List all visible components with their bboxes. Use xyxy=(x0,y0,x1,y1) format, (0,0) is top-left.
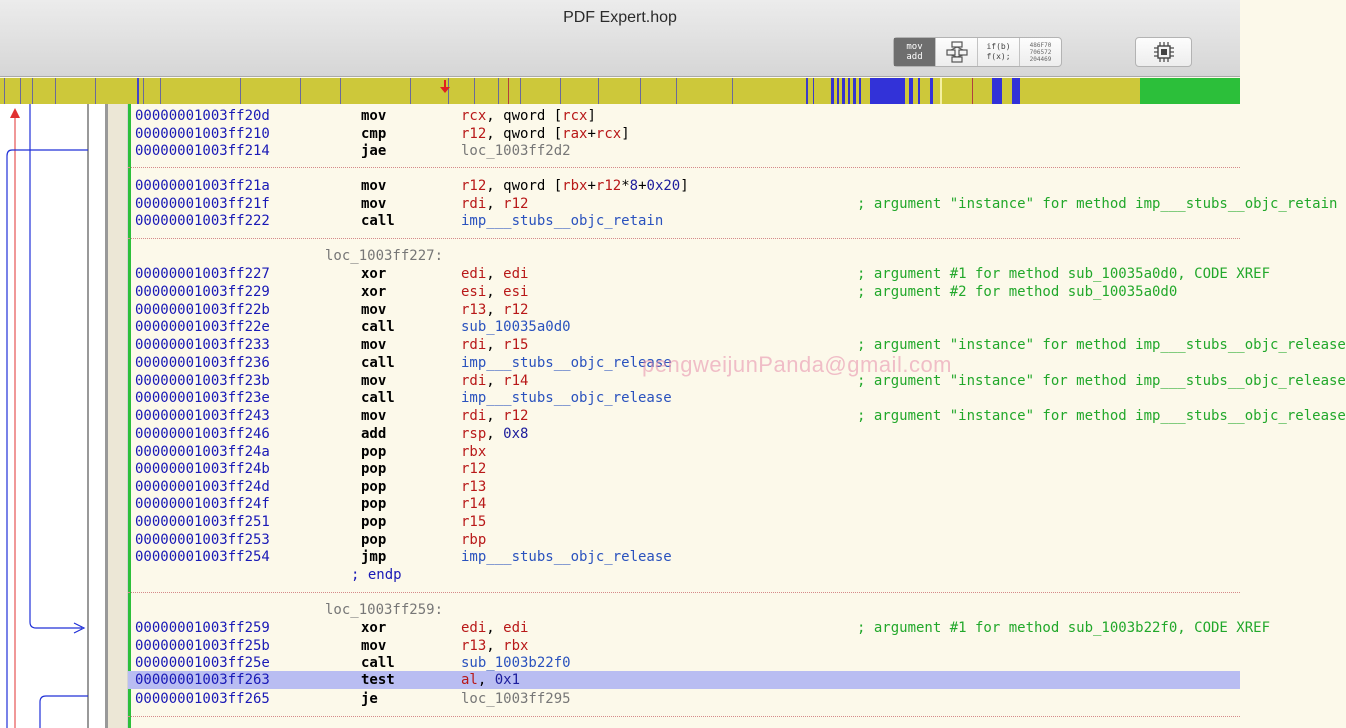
procedure-end-marker: ; endp xyxy=(351,567,402,583)
operands: r12, qword [rax+rcx] xyxy=(461,126,630,142)
cpu-chip-icon xyxy=(1153,42,1174,62)
selected-listing-row[interactable]: 00000001003ff263 test al, 0x1 xyxy=(128,671,1240,689)
window-title: PDF Expert.hop xyxy=(563,9,677,26)
control-flow-gutter xyxy=(0,104,128,728)
code-label[interactable]: loc_1003ff227: xyxy=(325,248,444,264)
listing-row[interactable]: 00000001003ff251 pop r15 xyxy=(135,514,487,530)
pseudocode-mode-button[interactable]: if(b)f(x); xyxy=(978,38,1020,66)
operands: rdi, r15 xyxy=(461,337,529,353)
operands: edi, edi xyxy=(461,266,529,282)
listing-row[interactable]: 00000001003ff243 mov rdi, r12 ; argument… xyxy=(135,408,1346,424)
code-label[interactable]: loc_1003ff259: xyxy=(325,602,444,618)
watermark-text: pengweijunPanda@gmail.com xyxy=(642,352,953,377)
listing-row[interactable]: 00000001003ff246 add rsp, 0x8 xyxy=(135,426,529,442)
listing-row[interactable]: 00000001003ff259 xor edi, edi ; argument… xyxy=(135,620,1271,636)
current-procedure-bar xyxy=(128,104,131,728)
listing-row[interactable]: 00000001003ff24a pop rbx xyxy=(135,444,487,460)
operands: r13, rbx xyxy=(461,638,529,654)
operands: r13, r12 xyxy=(461,302,529,318)
disassembly-listing[interactable]: 00000001003ff20d mov rcx, qword [rcx] 00… xyxy=(128,104,1346,728)
operands: al, 0x1 xyxy=(461,672,521,688)
listing-row[interactable]: 00000001003ff227 xor edi, edi ; argument… xyxy=(135,266,1271,282)
operands: esi, esi xyxy=(461,284,529,300)
listing-row[interactable]: 00000001003ff21a mov r12, qword [rbx+r12… xyxy=(135,178,689,194)
navbar-code-end-segment xyxy=(1140,78,1240,104)
cpu-button[interactable] xyxy=(1135,37,1192,67)
segment-navigation-bar[interactable] xyxy=(0,78,1240,104)
listing-row[interactable]: 00000001003ff254 jmp imp___stubs__objc_r… xyxy=(135,549,672,565)
listing-row[interactable]: 00000001003ff21f mov rdi, r12 ; argument… xyxy=(135,196,1338,212)
operands: rdi, r12 xyxy=(461,196,529,212)
listing-row[interactable]: 00000001003ff24f pop r14 xyxy=(135,496,487,512)
listing-row[interactable]: 00000001003ff222 call imp___stubs__objc_… xyxy=(135,213,664,229)
block-separator xyxy=(128,238,1240,239)
listing-row[interactable]: 00000001003ff24b pop r12 xyxy=(135,461,487,477)
operands: rdi, r12 xyxy=(461,408,529,424)
listing-row[interactable]: 00000001003ff253 pop rbp xyxy=(135,532,487,548)
block-separator xyxy=(128,592,1240,593)
cfg-mode-button[interactable] xyxy=(936,38,978,66)
branch-arrows xyxy=(6,104,128,728)
listing-row[interactable]: 00000001003ff22e call sub_10035a0d0 xyxy=(135,319,571,335)
listing-row[interactable]: 00000001003ff23b mov rdi, r14 ; argument… xyxy=(135,373,1346,389)
listing-row: ; endp xyxy=(128,566,1240,584)
listing-row[interactable]: loc_1003ff259: xyxy=(128,601,1240,619)
current-position-marker-icon xyxy=(440,80,450,93)
block-separator xyxy=(128,716,1240,717)
listing-row[interactable]: 00000001003ff24d pop r13 xyxy=(135,479,487,495)
listing-row[interactable]: 00000001003ff20d mov rcx, qword [rcx] xyxy=(135,108,596,124)
listing-row[interactable]: 00000001003ff22b mov r13, r12 xyxy=(135,302,529,318)
listing-row[interactable]: 00000001003ff23e call imp___stubs__objc_… xyxy=(135,390,672,406)
operands: r12, qword [rbx+r12*8+0x20] xyxy=(461,178,689,194)
listing-row[interactable]: 00000001003ff25e call sub_1003b22f0 xyxy=(135,655,571,671)
operands: rcx, qword [rcx] xyxy=(461,108,596,124)
listing-row[interactable]: 00000001003ff25b mov r13, rbx xyxy=(135,638,529,654)
listing-row[interactable]: 00000001003ff210 cmp r12, qword [rax+rcx… xyxy=(135,126,630,142)
listing-row[interactable]: 00000001003ff233 mov rdi, r15 ; argument… xyxy=(135,337,1346,353)
listing-row[interactable]: 00000001003ff229 xor esi, esi ; argument… xyxy=(135,284,1178,300)
operands: edi, edi xyxy=(461,620,529,636)
control-flow-graph-icon xyxy=(945,41,968,63)
listing-row[interactable]: loc_1003ff227: xyxy=(128,247,1240,265)
block-separator xyxy=(128,167,1240,168)
listing-row[interactable]: 00000001003ff265 je loc_1003ff295 xyxy=(135,691,571,707)
listing-row[interactable]: 00000001003ff214 jae loc_1003ff2d2 xyxy=(135,143,571,159)
operands: rsp, 0x8 xyxy=(461,426,529,442)
listing-row[interactable]: 00000001003ff236 call imp___stubs__objc_… xyxy=(135,355,672,371)
operands: rdi, r14 xyxy=(461,373,529,389)
